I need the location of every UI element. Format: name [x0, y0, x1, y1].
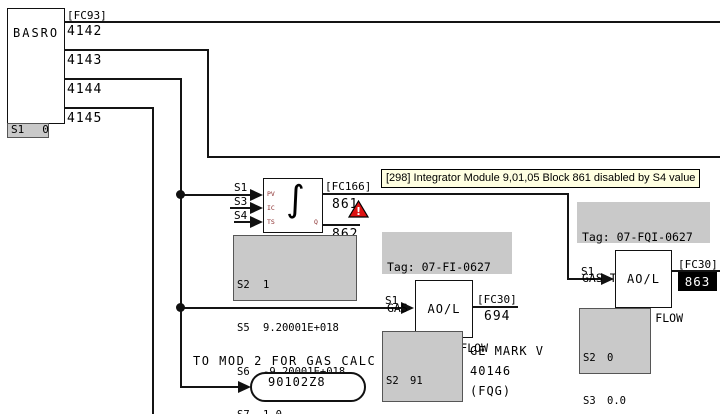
- wire-4144: [180, 78, 182, 388]
- wire-4144: [180, 386, 240, 388]
- right-aol-params[interactable]: S2 0 S3 0.0 S4 100.0 S5 100.0 S6 -10.0: [579, 308, 651, 407]
- mid-aol-block[interactable]: AO/L: [415, 280, 473, 338]
- mid-aol-tag: [FC30]: [477, 293, 517, 306]
- param-row: S6 -9.20001E+018: [237, 365, 353, 378]
- wire-862: [323, 224, 360, 226]
- integrator-input-s1: S1: [234, 181, 248, 194]
- aol-label: AO/L: [427, 302, 461, 316]
- wire-mid-s1: [181, 307, 402, 309]
- warning-icon[interactable]: !: [348, 200, 369, 218]
- diagnostic-tooltip: [298] Integrator Module 9,01,05 Block 86…: [381, 169, 701, 188]
- param-key: S2: [237, 279, 250, 292]
- basro-tag: [FC93]: [67, 9, 107, 22]
- wire-integrator-s4: [234, 221, 252, 223]
- param-key: S3: [583, 395, 596, 408]
- note-line1: GE MARK V: [470, 344, 545, 358]
- connector-id: 90102Z8: [268, 375, 326, 389]
- integrator-input-s4: S4: [234, 209, 248, 222]
- param-key: S5: [237, 322, 250, 335]
- pin-ic: IC: [267, 204, 275, 212]
- pin-pv: PV: [267, 190, 275, 198]
- signal-4142: 4142: [67, 24, 103, 39]
- pin-ts: TS: [267, 218, 275, 226]
- integral-symbol: ∫: [286, 179, 305, 220]
- param-row: S2 91: [386, 376, 459, 387]
- junction-dot: [176, 303, 185, 312]
- param-value: 0: [607, 352, 614, 365]
- right-aol-tag: [FC30]: [678, 258, 718, 271]
- tag-line: Tag: 07-FI-0627: [387, 260, 491, 274]
- wire-861: [323, 193, 569, 195]
- right-tag-label: Tag: 07-FQI-0627 GAS TURBINE GAS FUEL FL…: [577, 202, 710, 325]
- param-row: S5 9.20001E+018: [237, 323, 353, 334]
- basro-s1-value-box[interactable]: S1 0: [7, 123, 49, 138]
- note-line3: (FQG): [470, 384, 512, 398]
- right-aol-block[interactable]: AO/L: [615, 250, 672, 308]
- integrator-params[interactable]: S2 1 S5 9.20001E+018 S6 -9.20001E+018 S7…: [233, 235, 357, 414]
- wire-694: [473, 306, 518, 308]
- s1-value: 0: [42, 123, 49, 136]
- param-value: 91: [410, 375, 423, 388]
- signal-863-selected[interactable]: 863: [678, 272, 717, 291]
- param-value: 1.0: [263, 409, 282, 414]
- param-value: -9.20001E+018: [263, 366, 345, 378]
- arrowhead: [401, 302, 414, 314]
- wire-4143: [207, 49, 209, 158]
- param-value: 0.0: [607, 395, 626, 408]
- note-line2: 40146: [470, 364, 512, 378]
- pin-q: Q: [314, 218, 318, 226]
- param-row: S2 0: [583, 353, 647, 364]
- integrator-tag: [FC166]: [325, 180, 372, 193]
- arrowhead: [250, 216, 263, 228]
- wire-integrator-s1: [181, 194, 252, 196]
- wire-integrator-s3: [230, 207, 252, 209]
- wire-4142: [65, 21, 720, 23]
- mid-tag-label: Tag: 07-FI-0627 GAS TURBINE GAS FUEL FLO…: [382, 232, 512, 355]
- signal-4144: 4144: [67, 82, 103, 97]
- param-key: S6: [237, 365, 250, 378]
- signal-4145: 4145: [67, 111, 103, 126]
- signal-861: 861: [332, 197, 359, 212]
- svg-text:!: !: [356, 205, 361, 218]
- integrator-input-s3: S3: [234, 195, 248, 208]
- param-key: S7: [237, 409, 263, 414]
- param-value: 1: [263, 279, 270, 292]
- wire-4143: [207, 156, 720, 158]
- tag-line: Tag: 07-FQI-0627: [582, 230, 693, 244]
- wire-4143: [65, 49, 209, 51]
- wire-4144: [65, 78, 182, 80]
- s1-key: S1: [11, 123, 25, 136]
- param-value: 9.20001E+018: [263, 322, 339, 335]
- basro-label: BASRO: [13, 26, 60, 40]
- arrowhead: [250, 202, 263, 214]
- param-row: S3 0.0: [583, 396, 647, 407]
- integrator-block[interactable]: [263, 178, 323, 233]
- signal-694: 694: [484, 309, 511, 324]
- param-key: S2: [386, 375, 399, 388]
- junction-dot: [176, 190, 185, 199]
- param-row: S2 1: [237, 280, 353, 291]
- footer-note: TO MOD 2 FOR GAS CALC: [193, 354, 377, 368]
- mid-input-s1: S1: [385, 294, 399, 307]
- arrowhead: [250, 189, 263, 201]
- wire-4145: [65, 107, 154, 109]
- arrowhead: [238, 381, 251, 393]
- connector-oval[interactable]: 90102Z8: [250, 372, 366, 402]
- wire-863: [672, 270, 720, 272]
- mid-aol-params[interactable]: S2 91 S3 0.0 S4 10.0 S5 9.0 S6 -4E+006: [382, 331, 463, 402]
- param-key: S2: [583, 352, 596, 365]
- wire-861: [567, 278, 602, 280]
- signal-4143: 4143: [67, 53, 103, 68]
- arrowhead: [601, 273, 614, 285]
- right-input-s1: S1: [581, 265, 595, 278]
- param-row: S7 1.0: [237, 409, 353, 414]
- aol-label: AO/L: [627, 272, 660, 286]
- wire-861: [567, 193, 569, 279]
- wire-4145: [152, 107, 154, 414]
